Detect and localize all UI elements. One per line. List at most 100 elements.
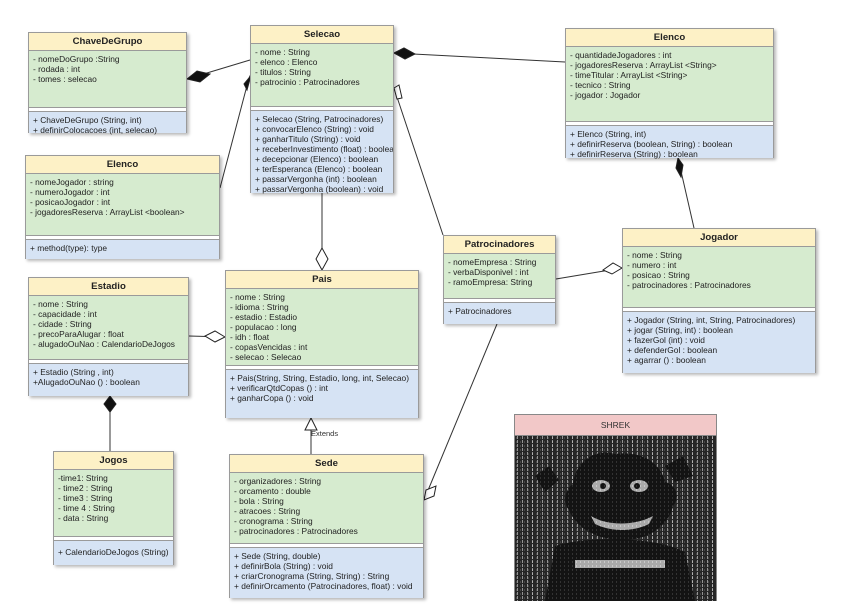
- selecao-pais-diamond: [315, 246, 329, 272]
- attribute: - copasVencidas : int: [230, 342, 308, 352]
- class-patrocinadores[interactable]: Patrocinadores - nomeEmpresa : String - …: [443, 235, 556, 324]
- attributes-section: - nome : String - capacidade : int - cid…: [29, 296, 188, 359]
- class-title: ChaveDeGrupo: [29, 33, 186, 51]
- attribute: - rodada : int: [33, 64, 81, 74]
- section-divider: [29, 107, 186, 112]
- section-divider: [230, 543, 423, 548]
- attributes-section: - nomeEmpresa : String - verbaDisponivel…: [444, 254, 555, 298]
- attribute: - nome : String: [33, 299, 88, 309]
- operation: + Elenco (String, int): [570, 129, 647, 139]
- attribute: - atracoes : String: [234, 506, 301, 516]
- attribute: -time1: String: [58, 473, 108, 483]
- operation: + agarrar () : boolean: [627, 355, 706, 365]
- attribute: - tomes : selecao: [33, 74, 97, 84]
- class-pais[interactable]: Pais - nome : String - idioma : String -…: [225, 270, 419, 418]
- class-title: Estadio: [29, 278, 188, 296]
- section-divider: [251, 106, 393, 111]
- shrek-image-panel: SHREK: [514, 414, 717, 601]
- operation: + jogar (String, int) : boolean: [627, 325, 733, 335]
- attribute: - nome : String: [230, 292, 285, 302]
- attributes-section: - nomeJogador : string - numeroJogador :…: [26, 174, 219, 235]
- section-divider: [54, 536, 173, 541]
- attribute: - timeTitular : ArrayList <String>: [570, 70, 688, 80]
- class-title: Jogos: [54, 452, 173, 470]
- elenco-jogador-diamond: [675, 156, 684, 179]
- operations-section: + Elenco (String, int) + definirReserva …: [566, 126, 773, 159]
- patrocinadores-jogador-diamond: [601, 262, 623, 275]
- class-title: Elenco: [26, 156, 219, 174]
- class-sede[interactable]: Sede - organizadores : String - orcament…: [229, 454, 424, 598]
- class-title: Patrocinadores: [444, 236, 555, 254]
- class-title: Elenco: [566, 29, 773, 47]
- attribute: - numeroJogador : int: [30, 187, 110, 197]
- attribute: - numero : int: [627, 260, 677, 270]
- attributes-section: - organizadores : String - orcamento : d…: [230, 473, 423, 543]
- attribute: - quantidadeJogadores : int: [570, 50, 672, 60]
- operation: + ChaveDeGrupo (String, int): [33, 115, 142, 125]
- attribute: - cidade : String: [33, 319, 92, 329]
- operation: + decepcionar (Elenco) : boolean: [255, 154, 379, 164]
- class-chavedegrupo[interactable]: ChaveDeGrupo - nomeDoGrupo :String - rod…: [28, 32, 187, 135]
- attribute: - verbaDisponivel : int: [448, 267, 529, 277]
- attributes-section: - nome : String - numero : int - posicao…: [623, 247, 815, 307]
- attribute: - alugadoOuNao : CalendarioDeJogos: [33, 339, 175, 349]
- attribute: - nomeDoGrupo :String: [33, 54, 120, 64]
- section-divider: [444, 298, 555, 303]
- attribute: - capacidade : int: [33, 309, 97, 319]
- operation: + Pais(String, String, Estadio, long, in…: [230, 373, 409, 383]
- operation: + convocarElenco (String) : void: [255, 124, 374, 134]
- class-elenco-right[interactable]: Elenco - quantidadeJogadores : int - jog…: [565, 28, 774, 159]
- class-jogador[interactable]: Jogador - nome : String - numero : int -…: [622, 228, 816, 373]
- attribute: - posicaoJogador : int: [30, 197, 111, 207]
- attribute: - idh : float: [230, 332, 270, 342]
- extends-arrowhead: [304, 416, 318, 431]
- attribute: - patrocinio : Patrocinadores: [255, 77, 360, 87]
- attribute: - data : String: [58, 513, 109, 523]
- attribute: - nomeEmpresa : String: [448, 257, 537, 267]
- attribute: - organizadores : String: [234, 476, 322, 486]
- operations-section: + Jogador (String, int, String, Patrocin…: [623, 312, 815, 373]
- attribute: - titulos : String: [255, 67, 311, 77]
- estadio-jogos-diamond: [103, 395, 117, 413]
- operation: + defenderGol : boolean: [627, 345, 718, 355]
- class-title: Jogador: [623, 229, 815, 247]
- section-divider: [226, 365, 418, 370]
- operation: + CalendarioDeJogos (String): [58, 547, 169, 557]
- attribute: - jogadoresReserva : ArrayList <boolean>: [30, 207, 185, 217]
- operation: + definirColocacoes (int, selecao): [33, 125, 158, 135]
- operations-section: + method(type): type: [26, 240, 219, 259]
- attribute: - posicao : String: [627, 270, 690, 280]
- attribute: - orcamento : double: [234, 486, 311, 496]
- operation: + ganharTitulo (String) : void: [255, 134, 361, 144]
- operations-section: + CalendarioDeJogos (String): [54, 541, 173, 565]
- attributes-section: -time1: String - time2 : String - time3 …: [54, 470, 173, 536]
- operation: + definirOrcamento (Patrocinadores, floa…: [234, 581, 413, 591]
- class-estadio[interactable]: Estadio - nome : String - capacidade : i…: [28, 277, 189, 396]
- attribute: - time 4 : String: [58, 503, 115, 513]
- attribute: - jogadoresReserva : ArrayList <String>: [570, 60, 717, 70]
- patrocinadores-sede-diamond: [423, 485, 437, 501]
- shrek-title: SHREK: [515, 415, 716, 436]
- operation: + passarVergonha (int) : boolean: [255, 174, 377, 184]
- class-selecao[interactable]: Selecao - nome : String - elenco : Elenc…: [250, 25, 394, 194]
- operation: + definirReserva (String) : boolean: [570, 149, 698, 159]
- operation: +AlugadoOuNao () : boolean: [33, 377, 140, 387]
- selecao-elenco-diamond: [392, 47, 417, 60]
- attributes-section: - nome : String - elenco : Elenco - titu…: [251, 44, 393, 106]
- class-elenco-left[interactable]: Elenco - nomeJogador : string - numeroJo…: [25, 155, 220, 259]
- section-divider: [26, 235, 219, 240]
- section-divider: [623, 307, 815, 312]
- operations-section: + ChaveDeGrupo (String, int) + definirCo…: [29, 112, 186, 135]
- operation: + Sede (String, double): [234, 551, 321, 561]
- operation: + Estadio (String , int): [33, 367, 114, 377]
- operations-section: + Pais(String, String, Estadio, long, in…: [226, 370, 418, 418]
- class-title: Sede: [230, 455, 423, 473]
- operation: + method(type): type: [30, 243, 108, 253]
- operation: + receberInvestimento (float) : boolean: [255, 144, 393, 154]
- patrocinadores-sede-link: [423, 323, 498, 501]
- class-title: Selecao: [251, 26, 393, 44]
- operations-section: + Sede (String, double) + definirBola (S…: [230, 548, 423, 598]
- attribute: - patrocinadores : Patrocinadores: [234, 526, 358, 536]
- class-jogos[interactable]: Jogos -time1: String - time2 : String - …: [53, 451, 174, 565]
- operation: + definirReserva (boolean, String) : boo…: [570, 139, 733, 149]
